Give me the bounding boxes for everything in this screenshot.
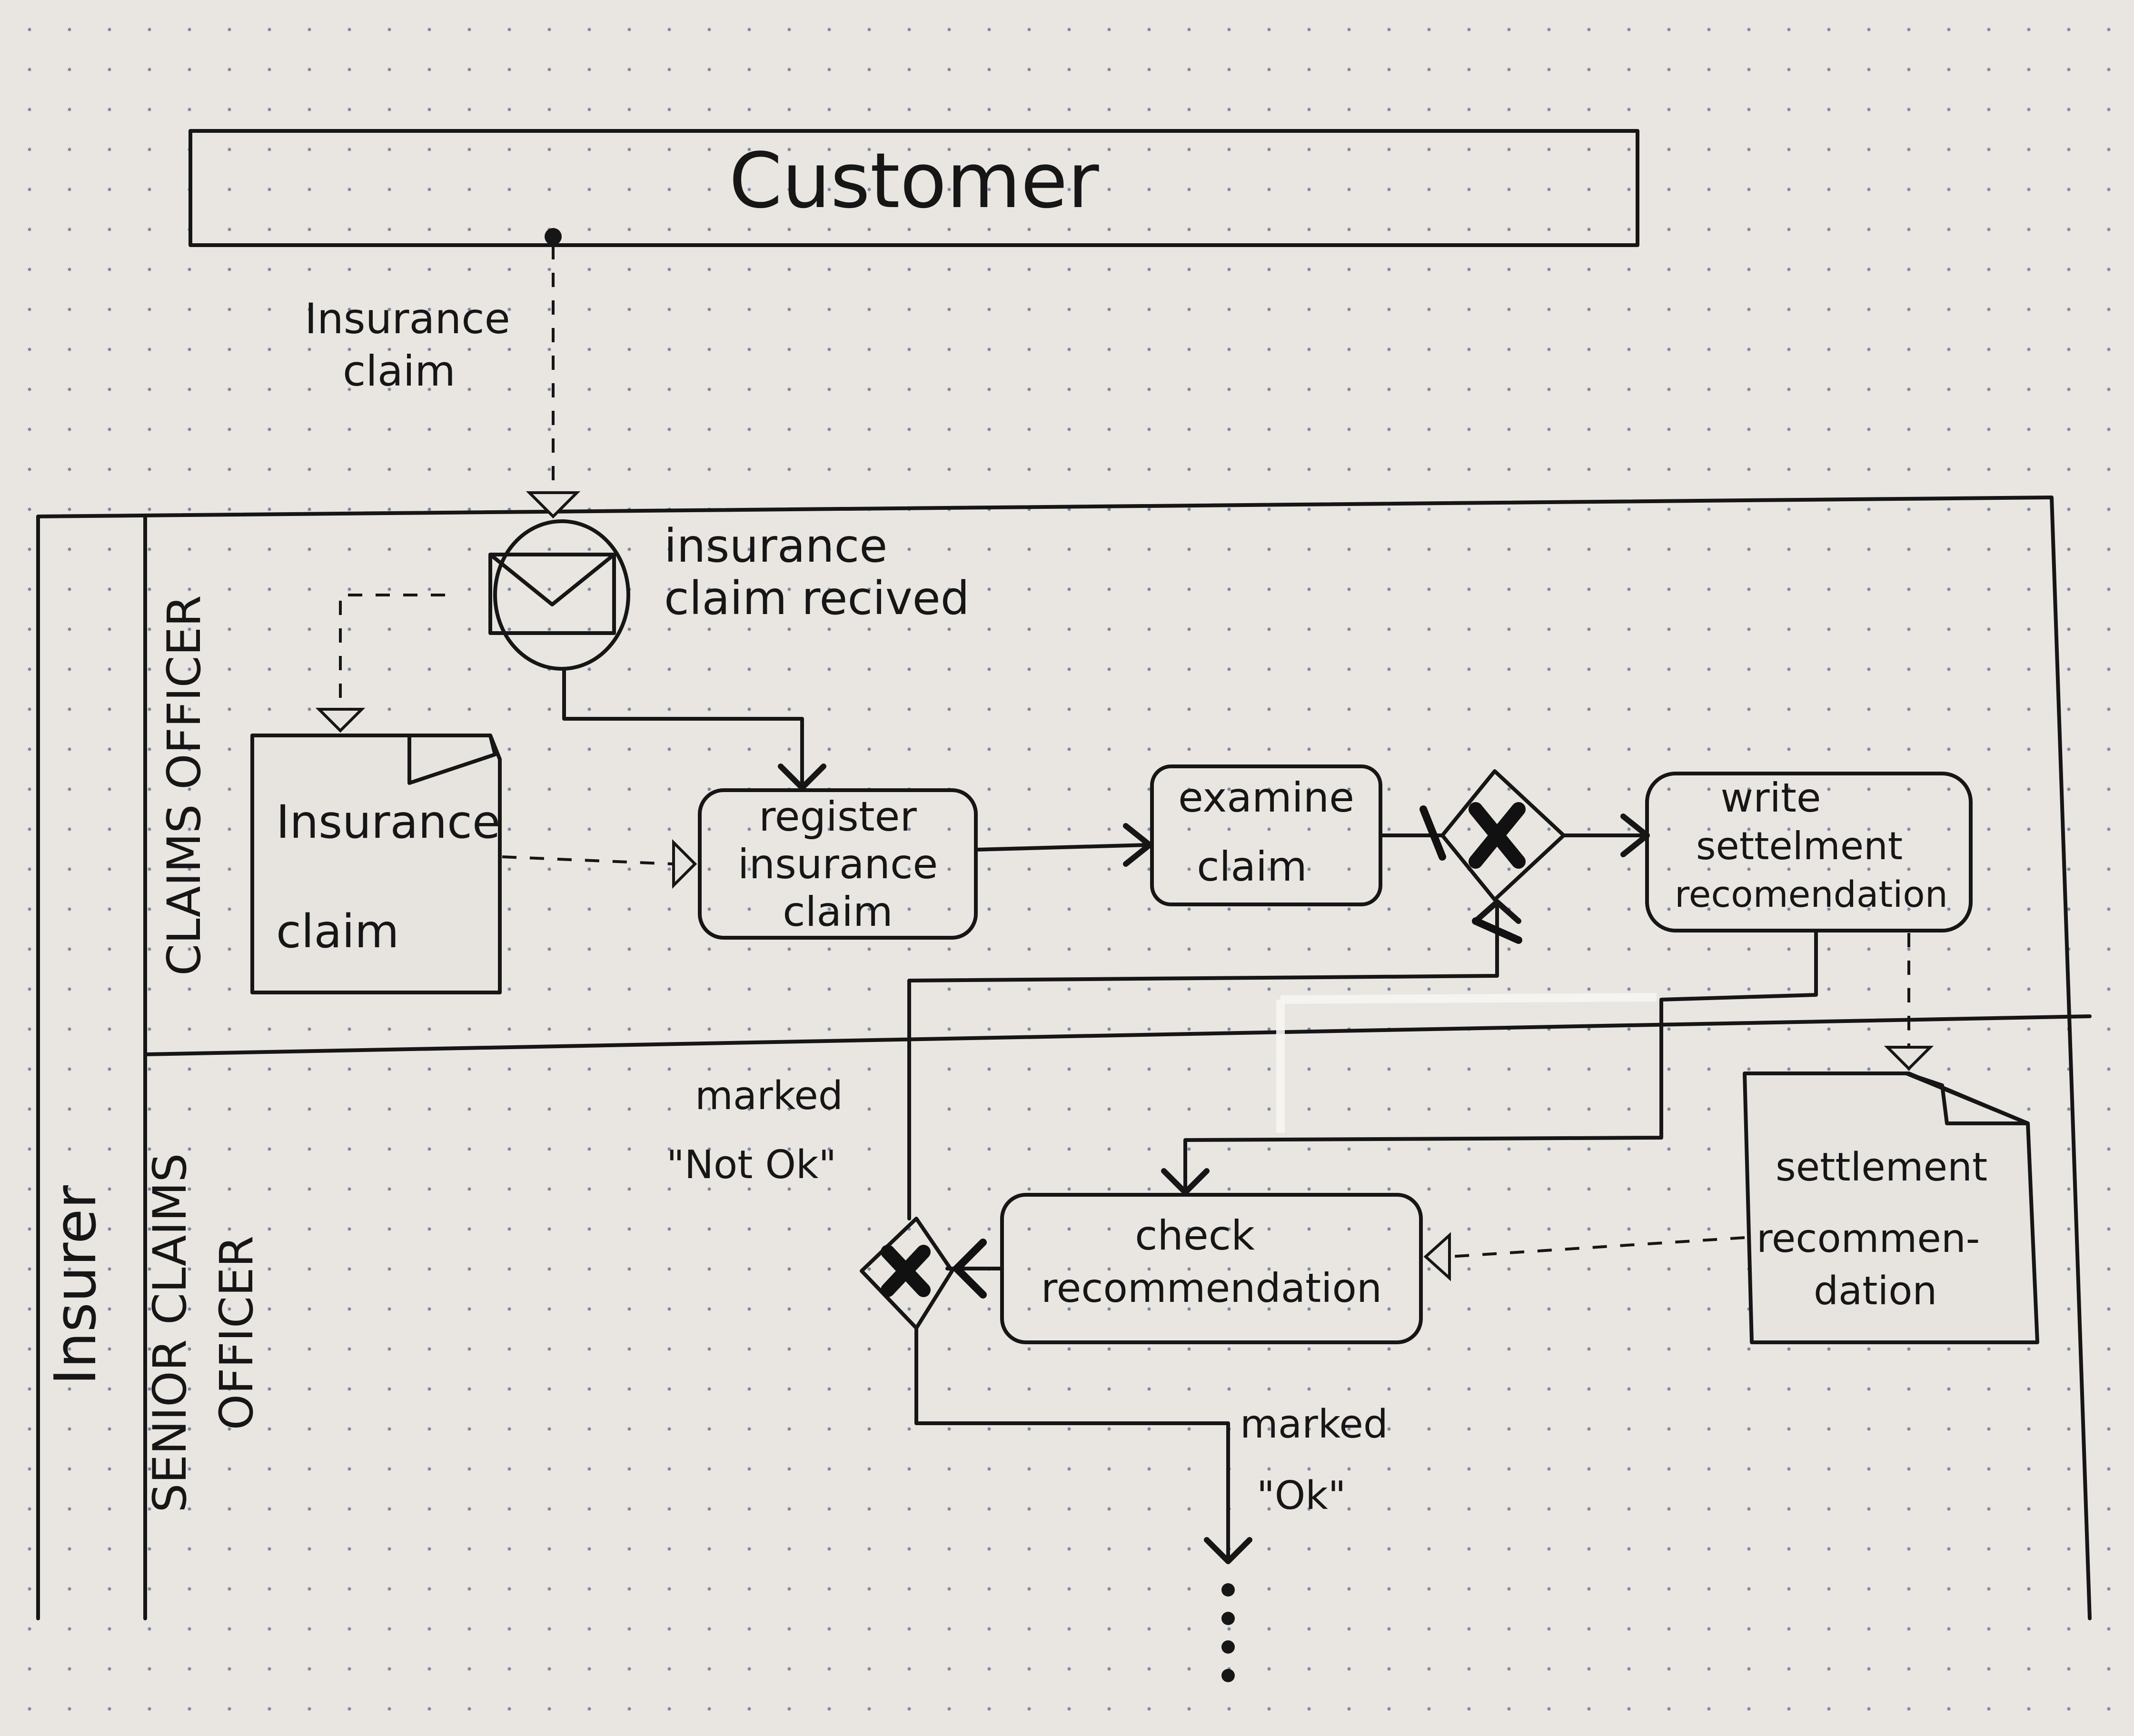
- x-icon: [881, 1245, 931, 1297]
- data-object-insurance-claim[interactable]: Insurance claim: [250, 734, 502, 994]
- insurer-pool: Insurer: [36, 496, 2092, 1620]
- customer-pool-label: Customer: [729, 136, 1099, 225]
- message-flow-origin-dot: [545, 228, 562, 245]
- start-event-label-line1: insurance: [664, 519, 887, 573]
- task-write-line2: settelment: [1696, 824, 1903, 868]
- data-object-settlement-line3: dation: [1814, 1269, 1937, 1314]
- lane-claims-officer-label: CLAIMS OFFICER: [158, 595, 211, 976]
- gateway-senior-exclusive[interactable]: [860, 1217, 954, 1330]
- message-flow-label-line2: claim: [343, 347, 456, 396]
- x-icon: [1469, 802, 1526, 869]
- association-document-to-check: [1423, 1232, 1745, 1281]
- task-register-line3: claim: [783, 888, 893, 936]
- lane-senior-label-line2: OFFICER: [210, 1236, 263, 1430]
- task-examine-line2: claim: [1197, 843, 1307, 891]
- gateway-claims-officer-exclusive[interactable]: [1440, 769, 1566, 902]
- association-document-to-register: [502, 839, 697, 889]
- task-register-insurance-claim[interactable]: register insurance claim: [698, 788, 978, 940]
- flow-label-not-ok-line2: "Not Ok": [666, 1142, 836, 1188]
- lane-senior-label-line1: SENIOR CLAIMS: [143, 1153, 197, 1513]
- start-event-label-line2: claim recived: [664, 572, 970, 625]
- flow-label-ok-line1: marked: [1240, 1402, 1388, 1447]
- flow-label-not-ok-line1: marked: [695, 1073, 843, 1119]
- task-examine-line1: examine: [1178, 774, 1354, 822]
- task-check-recommendation[interactable]: check recommendation: [1000, 1193, 1423, 1344]
- sequence-flow-start-to-register: [562, 667, 826, 791]
- message-flow-insurance-claim: Insurance claim: [305, 228, 581, 519]
- flow-label-ok-line2: "Ok": [1257, 1473, 1346, 1518]
- sequence-flow-ok-continue: [914, 1326, 1252, 1682]
- sequence-flow-examine-to-gateway: [1379, 805, 1446, 861]
- task-check-line1: check: [1135, 1212, 1255, 1260]
- data-object-settlement-line2: recommen-: [1757, 1216, 1980, 1261]
- sequence-flow-check-to-gateway: [945, 1239, 1004, 1299]
- continuation-dots: [1221, 1583, 1235, 1682]
- lane-divider: [143, 1014, 2092, 1056]
- data-object-settlement-line1: settlement: [1776, 1145, 1987, 1190]
- insurer-pool-label: Insurer: [43, 1185, 109, 1385]
- task-register-line2: insurance: [738, 841, 938, 888]
- sequence-flow-gateway-to-write: [1562, 813, 1650, 857]
- task-check-line2: recommendation: [1041, 1265, 1382, 1311]
- task-write-line1: write: [1720, 774, 1821, 821]
- association-start-to-document: [315, 594, 445, 733]
- start-event-insurance-claim-received[interactable]: insurance claim recived: [488, 519, 970, 671]
- lane-senior-claims-officer: SENIOR CLAIMS OFFICER: [143, 1153, 263, 1513]
- data-object-settlement-recommendation[interactable]: settlement recommen- dation: [1743, 1071, 2039, 1344]
- sequence-flow-not-ok-loop: [907, 899, 1522, 1220]
- lane-claims-officer: CLAIMS OFFICER: [158, 595, 211, 976]
- customer-pool: Customer: [189, 129, 1639, 247]
- sequence-flow-register-to-examine: [974, 823, 1152, 867]
- task-write-line3: recomendation: [1675, 873, 1948, 915]
- data-object-insurance-claim-line1: Insurance: [276, 795, 500, 849]
- task-examine-claim[interactable]: examine claim: [1150, 764, 1382, 906]
- message-flow-label-line1: Insurance: [305, 294, 510, 343]
- sequence-flow-write-to-check: [1161, 929, 1818, 1195]
- data-object-insurance-claim-line2: claim: [276, 905, 399, 958]
- task-write-settlement-recommendation[interactable]: write settelment recomendation: [1645, 772, 1973, 932]
- association-write-to-document: [1884, 933, 1934, 1071]
- task-register-line1: register: [759, 793, 917, 841]
- flow-label-ok: marked "Ok": [1240, 1402, 1388, 1518]
- flow-label-not-ok: marked "Not Ok": [666, 1073, 843, 1188]
- envelope-icon: [488, 553, 616, 635]
